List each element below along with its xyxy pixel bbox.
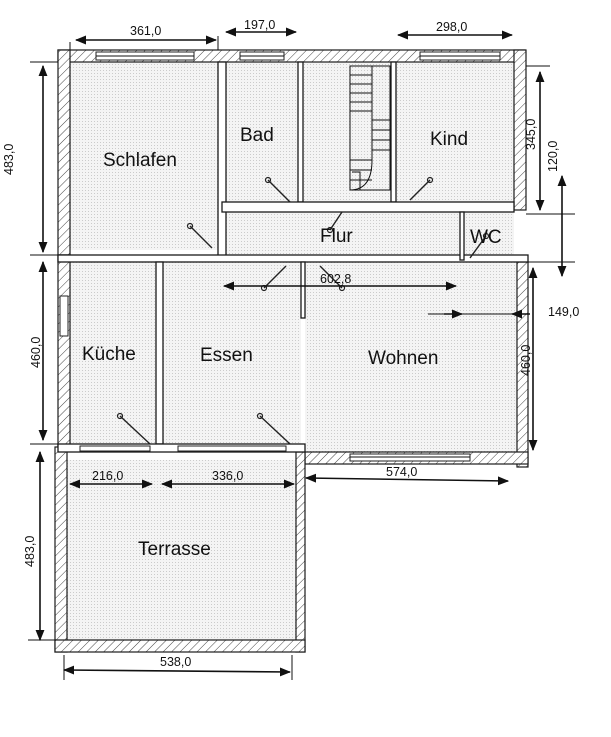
dim-label-top-bad: 197,0 (244, 18, 275, 32)
room-label-kueche: Küche (82, 344, 136, 365)
dim-label-top-kind: 298,0 (436, 20, 467, 34)
room-label-schlafen: Schlafen (103, 150, 177, 171)
room-label-kind: Kind (430, 129, 468, 150)
dim-label-bottom-essen: 336,0 (212, 469, 243, 483)
dim-label-left-kueche: 460,0 (29, 337, 43, 368)
dim-label-right-kind: 345,0 (524, 119, 538, 150)
dim-label-bottom-wohnen: 574,0 (386, 465, 417, 479)
doors (116, 176, 490, 445)
dim-line-bottom-wohnen (304, 473, 510, 486)
room-labels: Schlafen Bad Kind Flur WC Küche Essen Wo… (82, 125, 502, 560)
room-label-wohnen: Wohnen (368, 348, 438, 369)
staircase (349, 65, 391, 191)
room-fills (66, 62, 517, 640)
dim-label-flur: 602,8 (320, 272, 351, 286)
dim-label-top-schlafen: 361,0 (130, 24, 161, 38)
dim-label-right-offset: 149,0 (548, 305, 579, 319)
dim-label-left-schlafen: 483,0 (2, 144, 16, 175)
dimension-lines: 361,0 197,0 298,0 483,0 345,0 120,0 602,… (2, 18, 579, 680)
room-label-bad: Bad (240, 125, 274, 146)
dim-label-bottom-kueche: 216,0 (92, 469, 123, 483)
dim-label-bottom-terrasse: 538,0 (160, 655, 191, 669)
windows (59, 51, 501, 462)
dim-label-right-wc: 120,0 (546, 141, 560, 172)
dim-label-right-wohnen: 460,0 (519, 345, 533, 376)
dim-label-left-terrasse: 483,0 (23, 536, 37, 567)
room-label-essen: Essen (200, 345, 253, 366)
room-label-wc: WC (470, 227, 502, 248)
room-label-terrasse: Terrasse (138, 539, 211, 560)
room-label-flur: Flur (320, 226, 353, 247)
dim-line-bottom-terrasse (62, 665, 292, 677)
